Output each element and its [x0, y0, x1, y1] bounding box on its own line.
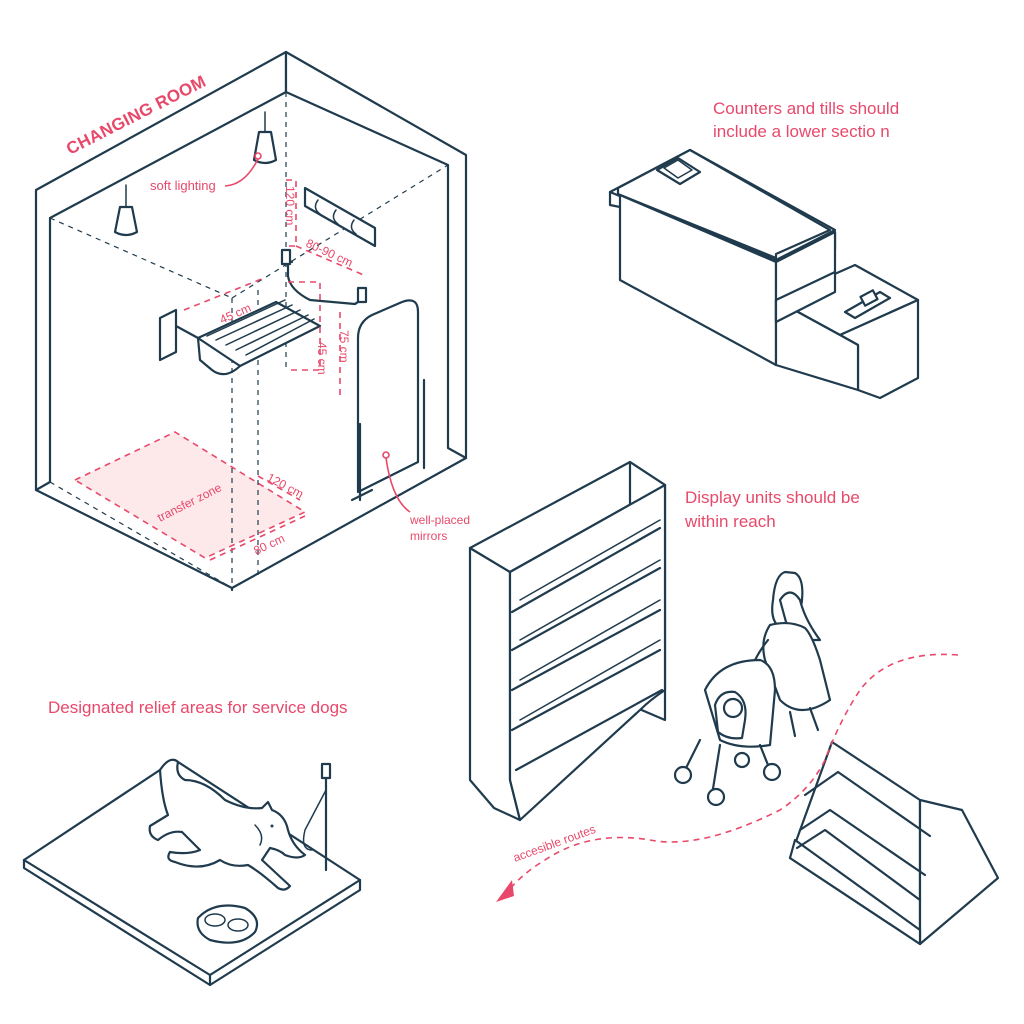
folding-bench: [158, 299, 322, 376]
counter: Counters and tills should include a lowe…: [608, 99, 920, 400]
display-shelves: [510, 519, 664, 772]
wheel-icon: [673, 765, 693, 785]
dim-75: 75 cm: [337, 330, 351, 363]
mirror-panel: [350, 299, 426, 502]
arrow-icon: [496, 880, 514, 902]
counters-caption-line1: Counters and tills should: [713, 99, 899, 118]
dog-icon: [148, 758, 307, 891]
relief-post: [302, 762, 332, 872]
transfer-zone-area: [73, 431, 307, 559]
wheel-icon: [733, 751, 751, 769]
display-caption-line2: within reach: [684, 512, 776, 531]
small-display-unit: [788, 740, 1000, 946]
card-terminal-icon: [843, 289, 892, 320]
wheel-icon: [762, 762, 782, 782]
dim-120-vertical: 120 cm: [283, 186, 297, 225]
dim-80-zone: 80 cm: [251, 531, 287, 558]
changing-room: CHANGING ROOM soft lighting 120 cm 80-90…: [34, 50, 470, 592]
routes-label: accesible routes: [511, 822, 597, 865]
person-with-stroller: [673, 570, 832, 807]
mirrors-label-line2: mirrors: [410, 529, 447, 543]
counters-caption-line2: include a lower sectio n: [713, 122, 890, 141]
left-wall: [34, 50, 288, 492]
baby-icon: [722, 697, 744, 719]
display-caption-line1: Display units should be: [685, 488, 860, 507]
relief-caption: Designated relief areas for service dogs: [48, 698, 348, 717]
relief-area: Designated relief areas for service dogs: [22, 698, 362, 987]
coat-hook-rail: [303, 186, 377, 248]
guide-line: [49, 217, 233, 299]
soft-lighting-label: soft lighting: [150, 178, 216, 193]
grab-bar: [280, 248, 368, 306]
pendant-lamp-icon: [113, 184, 139, 237]
mirrors-label-line1: well-placed: [409, 513, 470, 527]
pendant-lamp-icon: [252, 111, 278, 165]
water-bowl: [196, 904, 259, 944]
dim-45-height: 45 cm: [315, 342, 329, 375]
display-unit: Display units should be within reach: [468, 460, 860, 822]
dimension-lines: [183, 179, 367, 561]
wheel-icon: [706, 787, 726, 807]
card-terminal-icon: [655, 156, 702, 186]
